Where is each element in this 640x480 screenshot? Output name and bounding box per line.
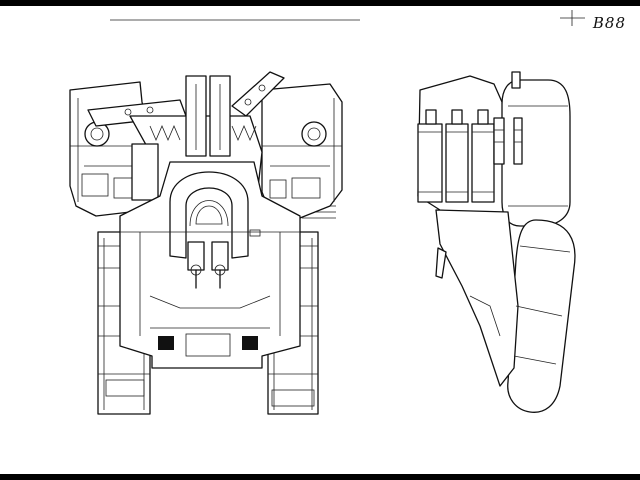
tank-mech-top-view (69, 71, 343, 415)
side-lower-track (507, 219, 576, 413)
arm-struts (87, 71, 285, 127)
main-hull (119, 161, 301, 369)
right-shoulder-pod (261, 83, 343, 219)
missile-tubes (417, 109, 495, 203)
drawing-sheet: B88 (0, 6, 640, 474)
twin-cannons (187, 241, 229, 289)
side-gun-barrel (435, 247, 447, 279)
tank-mech-side-view (417, 71, 576, 413)
side-fins (493, 117, 523, 165)
line-art-canvas (69, 10, 585, 415)
registration-marks (110, 10, 585, 26)
side-leg (435, 209, 519, 387)
antenna (511, 71, 521, 89)
side-detail-lines (469, 105, 571, 365)
sheet-label: B88 (592, 14, 626, 32)
side-upper-track (501, 79, 571, 227)
